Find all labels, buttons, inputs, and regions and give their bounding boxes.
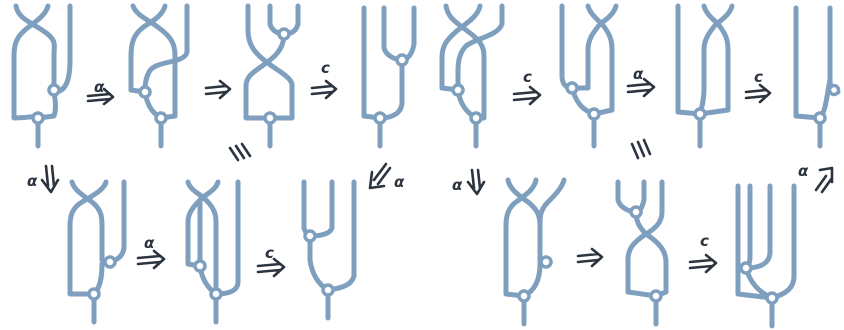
diagram-top-6 <box>559 3 619 149</box>
equals-mark-left <box>228 142 252 162</box>
svg-text:α: α <box>144 234 155 252</box>
arrow-alpha-down-left: α <box>27 164 60 194</box>
arrow-alpha-top-1: α <box>86 78 115 106</box>
svg-text:α: α <box>452 176 463 194</box>
svg-text:α: α <box>94 78 105 96</box>
diagram-bottom-2 <box>185 179 241 325</box>
diagram-top-7 <box>675 3 735 149</box>
equals-mark-right <box>630 138 652 160</box>
diagram-bottom-5 <box>615 179 669 327</box>
svg-text:c: c <box>265 244 274 262</box>
svg-text:c: c <box>321 59 330 77</box>
arrow-c-top-1: c <box>310 59 338 100</box>
arrow-implies-bottom <box>576 247 604 268</box>
diagram-top-5 <box>439 3 505 149</box>
svg-text:α: α <box>27 172 38 190</box>
arrow-alpha-diag-right: α <box>798 162 834 194</box>
svg-text:α: α <box>798 162 809 180</box>
arrow-implies-top-1 <box>204 79 232 100</box>
diagram-top-1 <box>11 3 73 149</box>
diagram-top-8 <box>793 5 841 149</box>
diagram-bottom-4 <box>503 177 567 327</box>
diagram-bottom-3 <box>301 179 357 321</box>
diagram-top-2 <box>128 3 190 149</box>
arrow-c-top-2: c <box>512 68 542 106</box>
diagram-bottom-1 <box>67 179 127 325</box>
arrow-alpha-down-right: α <box>452 168 486 196</box>
arrow-c-bottom-2: c <box>688 232 718 274</box>
arrow-c-bottom-1: c <box>256 244 286 278</box>
svg-text:c: c <box>700 232 709 250</box>
svg-text:c: c <box>754 68 763 86</box>
arrow-alpha-bottom-1: α <box>136 234 166 270</box>
diagram-top-4 <box>361 5 417 149</box>
arrow-alpha-top-2: α <box>626 65 656 98</box>
svg-text:α: α <box>633 65 644 83</box>
svg-text:α: α <box>394 173 405 191</box>
diagram-top-3 <box>243 3 301 149</box>
arrow-c-top-3: c <box>744 68 772 104</box>
arrow-alpha-diag-left: α <box>368 162 405 191</box>
diagram-bottom-6 <box>735 183 797 329</box>
svg-text:c: c <box>523 68 532 86</box>
